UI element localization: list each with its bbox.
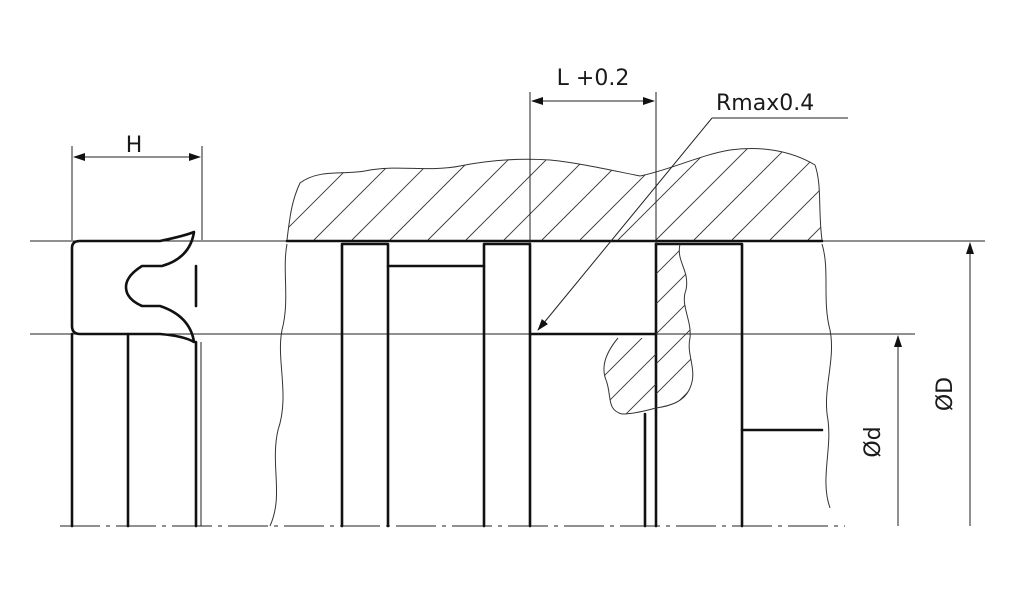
- outer-diameter-label: ØD: [933, 377, 958, 411]
- rod-break-line: [603, 337, 657, 415]
- groove-left-break-line: [269, 243, 288, 527]
- radius-leader-arrow: [537, 117, 713, 331]
- radius-label: Rmax0.4: [716, 91, 814, 116]
- right-land: [654, 242, 744, 528]
- seal-profile: [70, 230, 196, 344]
- housing-right-break-line: [821, 243, 833, 509]
- inner-diameter-dimension: Ød: [861, 335, 902, 526]
- piston-break-line: [655, 243, 694, 409]
- piston-section: [655, 243, 694, 409]
- outer-diameter-dimension: ØD: [933, 242, 974, 526]
- height-label: H: [126, 133, 143, 158]
- height-dimension: H: [71, 133, 203, 240]
- groove-section: [340, 242, 824, 528]
- left-land: [340, 242, 390, 528]
- seal-section: [70, 230, 202, 528]
- middle-land: [482, 242, 532, 528]
- inner-diameter-label: Ød: [861, 426, 886, 457]
- rod-section: [603, 337, 657, 415]
- length-dimension: L +0.2: [529, 66, 657, 244]
- housing: [285, 148, 824, 243]
- housing-break-line: [286, 148, 823, 241]
- length-label: L +0.2: [557, 66, 630, 91]
- radius-callout: Rmax0.4: [537, 91, 848, 331]
